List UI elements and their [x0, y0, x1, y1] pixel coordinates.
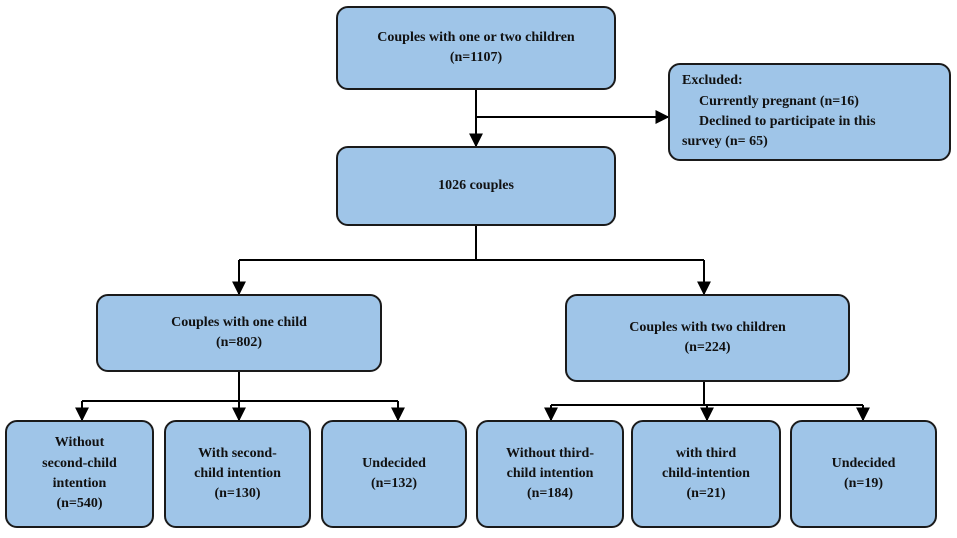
excluded-line-3: survey (n= 65) [682, 134, 768, 150]
leaf-line: with third [675, 445, 737, 461]
excluded-heading: Excluded: [682, 73, 743, 89]
leaf-line: child-intention [662, 465, 750, 481]
leaf-count: (n=132) [370, 476, 418, 491]
top-box: Couples with one or two children (n=1107… [336, 6, 616, 90]
two-children-box: Couples with two children (n=224) [565, 294, 850, 382]
middle-box-title: 1026 couples [438, 177, 514, 193]
top-box-count: (n=1107) [449, 50, 503, 65]
leaf-with-second-child: With second- child intention (n=130) [164, 420, 311, 528]
leaf-count: (n=184) [526, 486, 574, 502]
excluded-line-2: Declined to participate in this [699, 114, 876, 129]
leaf-count: (n=21) [686, 486, 726, 502]
leaf-count: (n=540) [56, 496, 103, 512]
one-child-box: Couples with one child (n=802) [96, 294, 382, 372]
leaf-count: (n=130) [214, 486, 261, 502]
leaf-one-child-undecided: Undecided (n=132) [321, 420, 467, 528]
leaf-line: Undecided [831, 455, 896, 471]
leaf-line: child intention [194, 465, 281, 481]
leaf-line: With second- [198, 445, 277, 461]
one-child-count: (n=802) [215, 335, 263, 350]
excluded-box: Excluded: Currently pregnant (n=16) Decl… [668, 63, 951, 161]
leaf-with-third-child: with third child-intention (n=21) [631, 420, 781, 528]
excluded-line-1: Currently pregnant (n=16) [699, 93, 859, 109]
leaf-without-third-child: Without third- child intention (n=184) [476, 420, 624, 528]
leaf-count: (n=19) [843, 476, 884, 491]
two-children-count: (n=224) [684, 340, 731, 355]
leaf-line: second-child [42, 455, 117, 471]
middle-box: 1026 couples [336, 146, 616, 226]
top-box-title: Couples with one or two children [377, 29, 575, 45]
leaf-line: Without third- [505, 445, 595, 461]
leaf-line: child intention [506, 465, 594, 481]
leaf-without-second-child: Without second-child intention (n=540) [5, 420, 154, 528]
leaf-line: Without [54, 435, 105, 451]
leaf-line: Undecided [362, 455, 426, 471]
leaf-two-children-undecided: Undecided (n=19) [790, 420, 937, 528]
two-children-title: Couples with two children [629, 319, 786, 335]
one-child-title: Couples with one child [171, 314, 307, 330]
leaf-line: intention [52, 476, 107, 491]
